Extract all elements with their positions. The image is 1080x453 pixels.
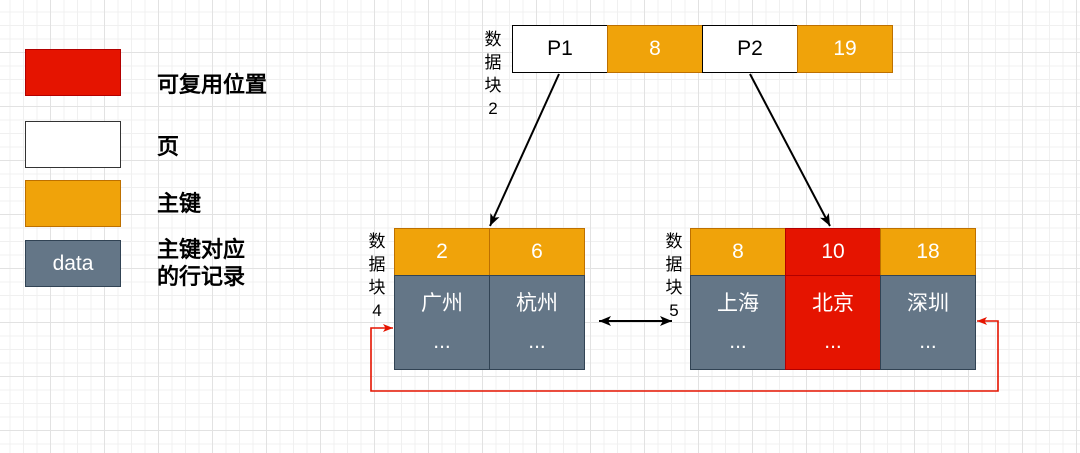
legend-label-page: 页: [157, 134, 180, 159]
data-block-5: 8 上海 ... 10 北京 ... 18 深圳 ...: [690, 228, 976, 370]
primary-key-cell: 8: [690, 228, 786, 276]
page-pointer-cell: P1: [512, 25, 608, 73]
record-column: 6 杭州 ...: [489, 228, 585, 370]
legend-swatch-reusable: [25, 49, 121, 96]
legend-label-row-data-line2: 的行记录: [157, 264, 246, 289]
record-column: 8 上海 ...: [690, 228, 786, 370]
primary-key-cell: 19: [797, 25, 893, 73]
row-ellipsis: ...: [729, 330, 747, 353]
data-block-2: P1 8 P2 19: [512, 25, 893, 73]
legend-label-reusable: 可复用位置: [157, 72, 268, 97]
legend-swatch-primary-key: [25, 180, 121, 227]
legend-label-primary-key: 主键: [157, 191, 202, 216]
legend-label-row-data: 主键对应 的行记录: [157, 236, 245, 290]
row-data-cell: 杭州 ...: [489, 275, 585, 370]
row-ellipsis: ...: [528, 330, 546, 353]
row-city: 杭州: [516, 292, 558, 315]
row-ellipsis: ...: [433, 330, 451, 353]
row-data-cell: 深圳 ...: [880, 275, 976, 370]
record-column: 18 深圳 ...: [880, 228, 976, 370]
data-block-4: 2 广州 ... 6 杭州 ...: [394, 228, 585, 370]
row-data-cell: 北京 ...: [785, 275, 881, 370]
row-data-cell: 广州 ...: [394, 275, 490, 370]
row-ellipsis: ...: [824, 330, 842, 353]
legend-swatch-row-data: data: [25, 240, 121, 287]
record-column: 2 广州 ...: [394, 228, 490, 370]
primary-key-cell: 2: [394, 228, 490, 276]
row-city: 上海: [717, 292, 759, 315]
primary-key-cell: 18: [880, 228, 976, 276]
primary-key-cell: 6: [489, 228, 585, 276]
pointer-arrow-p2: [749, 73, 831, 227]
record-column: 10 北京 ...: [785, 228, 881, 370]
primary-key-cell: 10: [785, 228, 881, 276]
row-city: 广州: [421, 292, 463, 315]
row-ellipsis: ...: [919, 330, 937, 353]
page-pointer-cell: P2: [702, 25, 798, 73]
block-4-label: 数据块4: [368, 232, 386, 320]
block-2-label: 数据块2: [484, 30, 502, 118]
primary-key-cell: 8: [607, 25, 703, 73]
legend-swatch-text: data: [52, 251, 94, 275]
legend-swatch-page: [25, 121, 121, 168]
row-data-cell: 上海 ...: [690, 275, 786, 370]
row-city: 北京: [812, 292, 854, 315]
block-5-label: 数据块5: [665, 232, 683, 320]
legend-label-row-data-line1: 主键对应: [157, 237, 246, 262]
row-city: 深圳: [907, 292, 949, 315]
